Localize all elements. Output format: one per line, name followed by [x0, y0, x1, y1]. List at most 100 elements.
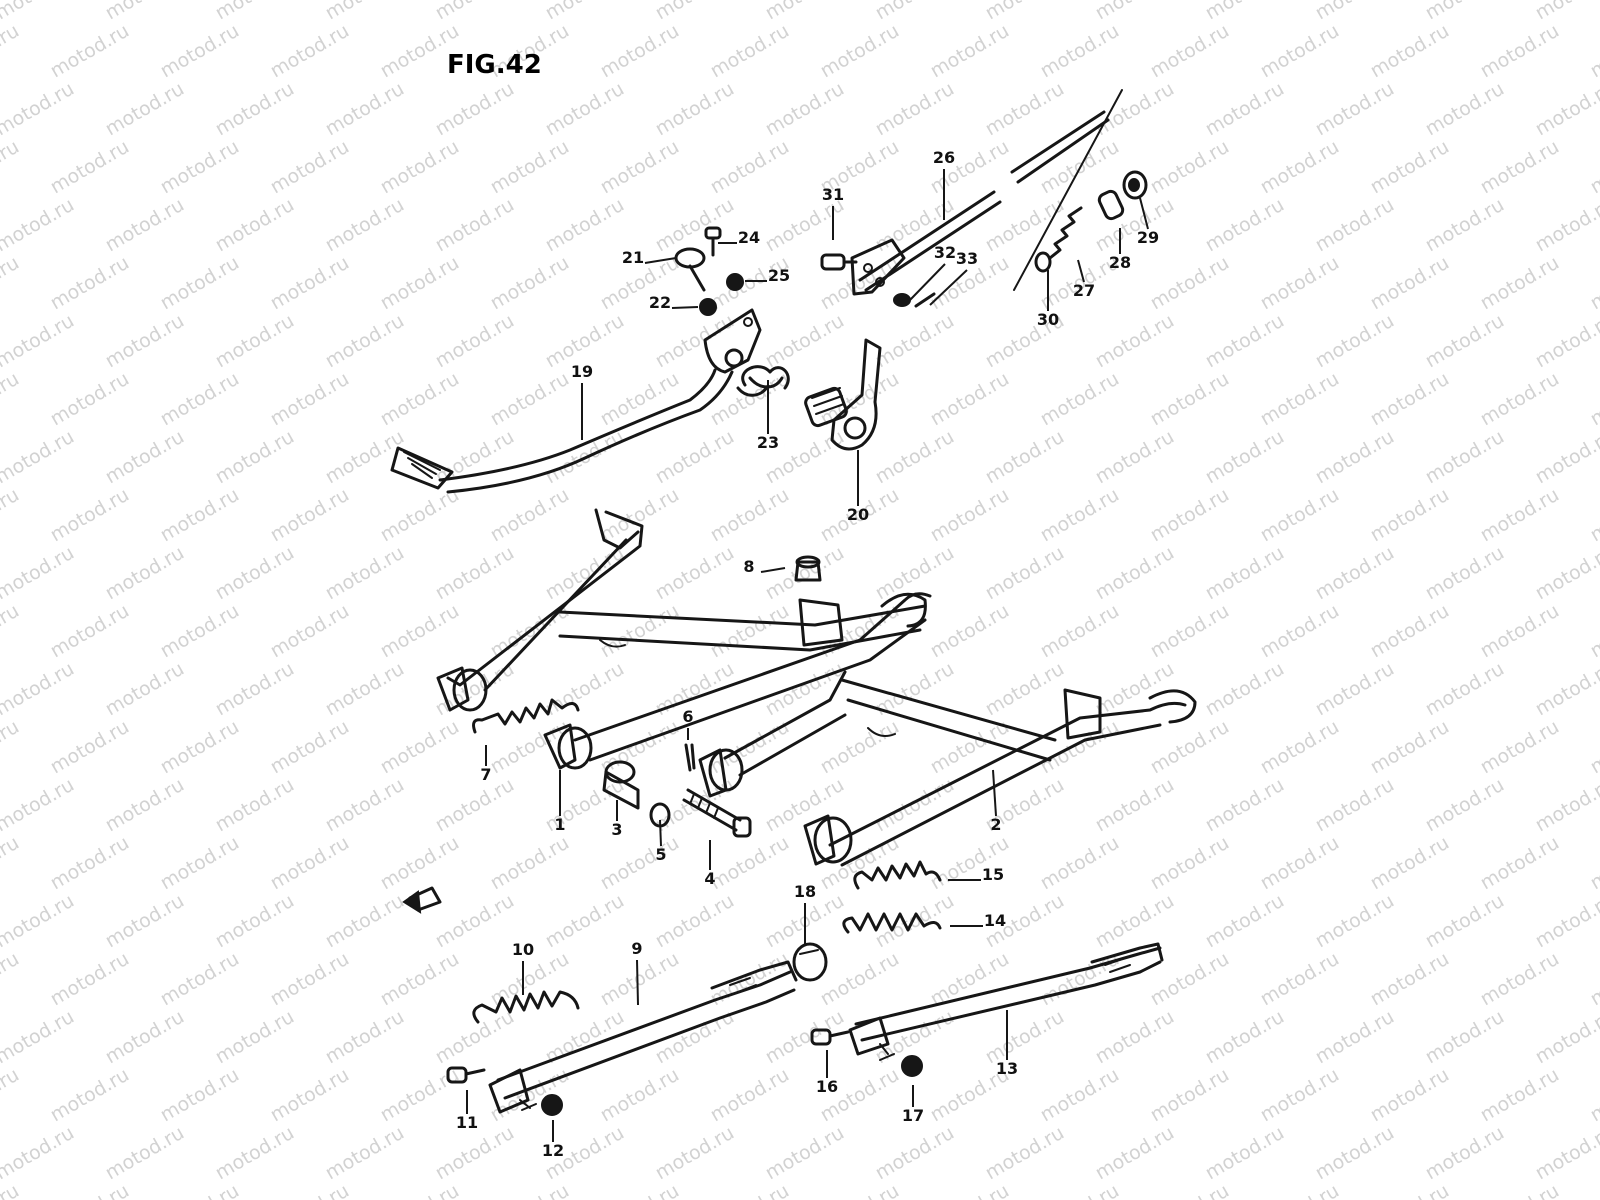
watermark-text: motod.ru	[102, 1006, 188, 1069]
guide-line	[1013, 89, 1123, 291]
watermark-text: motod.ru	[212, 774, 298, 837]
watermark-text: motod.ru	[212, 78, 298, 141]
watermark-text: motod.ru	[1037, 716, 1123, 779]
watermark-text: motod.ru	[1477, 716, 1563, 779]
watermark-text: motod.ru	[212, 194, 298, 257]
watermark-text: motod.ru	[377, 948, 463, 1011]
watermark-text: motod.ru	[1202, 194, 1288, 257]
watermark-text: motod.ru	[1257, 368, 1343, 431]
watermark-text: motod.ru	[707, 600, 793, 663]
callout-28: 28	[1109, 228, 1131, 272]
watermark-text: motod.ru	[377, 1064, 463, 1127]
watermark-text: motod.ru	[377, 368, 463, 431]
watermark-text: motod.ru	[487, 252, 573, 315]
watermark-text: motod.ru	[1367, 600, 1453, 663]
watermark-text: motod.ru	[817, 948, 903, 1011]
collar-3	[602, 760, 640, 810]
watermark-text: motod.ru	[707, 484, 793, 547]
leader-line	[636, 959, 639, 1006]
watermark-text: motod.ru	[267, 1180, 353, 1200]
watermark-text: motod.ru	[212, 310, 298, 373]
watermark-text: motod.ru	[1147, 136, 1233, 199]
watermark-text: motod.ru	[707, 832, 793, 895]
watermark-text: motod.ru	[0, 948, 23, 1011]
callout-3: 3	[611, 800, 623, 839]
watermark-text: motod.ru	[1092, 78, 1178, 141]
watermark-text: motod.ru	[762, 542, 848, 605]
watermark-text: motod.ru	[982, 1122, 1068, 1185]
center-stand-1	[436, 508, 932, 770]
watermark-text: motod.ru	[762, 0, 848, 24]
watermark-text: motod.ru	[0, 774, 78, 837]
watermark-text: motod.ru	[1202, 774, 1288, 837]
bolt-16	[810, 1028, 850, 1046]
watermark-text: motod.ru	[0, 20, 23, 83]
watermark-text: motod.ru	[1477, 1064, 1563, 1127]
watermark-text: motod.ru	[1422, 310, 1508, 373]
watermark-text: motod.ru	[982, 1006, 1068, 1069]
watermark-text: motod.ru	[1477, 484, 1563, 547]
watermark-text: motod.ru	[1532, 1122, 1600, 1185]
watermark-text: motod.ru	[102, 426, 188, 489]
watermark-text: motod.ru	[927, 600, 1013, 663]
watermark-text: motod.ru	[157, 484, 243, 547]
callout-number: 31	[822, 185, 844, 204]
watermark-text: motod.ru	[102, 1122, 188, 1185]
watermark-text: motod.ru	[47, 832, 133, 895]
callout-number: 5	[655, 845, 666, 864]
watermark-text: motod.ru	[1257, 20, 1343, 83]
callout-16: 16	[816, 1050, 838, 1096]
callout-25: 25	[745, 266, 790, 285]
watermark-text: motod.ru	[1312, 1122, 1398, 1185]
watermark-text: motod.ru	[157, 252, 243, 315]
callout-number: 17	[902, 1106, 924, 1125]
callout-29: 29	[1137, 197, 1159, 247]
watermark-text: motod.ru	[102, 78, 188, 141]
watermark-text: motod.ru	[0, 310, 78, 373]
leader-line	[929, 269, 968, 306]
watermark-text: motod.ru	[0, 252, 23, 315]
watermark-text: motod.ru	[982, 78, 1068, 141]
watermark-text: motod.ru	[1532, 0, 1600, 24]
watermark-text: motod.ru	[47, 600, 133, 663]
watermark-text: motod.ru	[1367, 252, 1453, 315]
callout-33: 33	[929, 249, 978, 306]
watermark-text: motod.ru	[1532, 310, 1600, 373]
callout-10: 10	[512, 940, 534, 995]
callout-number: 18	[794, 882, 816, 901]
watermark-text: motod.ru	[1092, 1122, 1178, 1185]
callout-24: 24	[718, 228, 760, 247]
callout-number: 3	[611, 820, 622, 839]
watermark-text: motod.ru	[652, 890, 738, 953]
watermark-text: motod.ru	[0, 542, 78, 605]
brake-rod-26	[850, 110, 1110, 296]
watermark-text: motod.ru	[1532, 426, 1600, 489]
callout-number: 4	[704, 869, 715, 888]
watermark-text: motod.ru	[267, 716, 353, 779]
watermark-text: motod.ru	[652, 310, 738, 373]
watermark-text: motod.ru	[432, 310, 518, 373]
watermark-text: motod.ru	[1312, 890, 1398, 953]
nut-25	[726, 273, 744, 291]
callout-number: 30	[1037, 310, 1059, 329]
watermark-text: motod.ru	[597, 716, 683, 779]
watermark-text: motod.ru	[377, 136, 463, 199]
callout-8: 8	[743, 557, 786, 576]
callout-number: 25	[768, 266, 790, 285]
watermark-text: motod.ru	[487, 1064, 573, 1127]
watermark-text: motod.ru	[1312, 78, 1398, 141]
watermark-text: motod.ru	[597, 20, 683, 83]
callout-number: 27	[1073, 281, 1095, 300]
callout-11: 11	[456, 1090, 478, 1132]
watermark-text: motod.ru	[432, 542, 518, 605]
callout-5: 5	[655, 819, 667, 864]
watermark-text: motod.ru	[267, 252, 353, 315]
watermark-text: motod.ru	[487, 368, 573, 431]
brake-pedal-19	[390, 308, 762, 494]
watermark-text: motod.ru	[872, 890, 958, 953]
watermark-text: motod.ru	[1422, 542, 1508, 605]
watermark-text: motod.ru	[157, 1064, 243, 1127]
callout-14: 14	[950, 911, 1006, 930]
watermark-text: motod.ru	[652, 426, 738, 489]
watermark-text: motod.ru	[927, 20, 1013, 83]
